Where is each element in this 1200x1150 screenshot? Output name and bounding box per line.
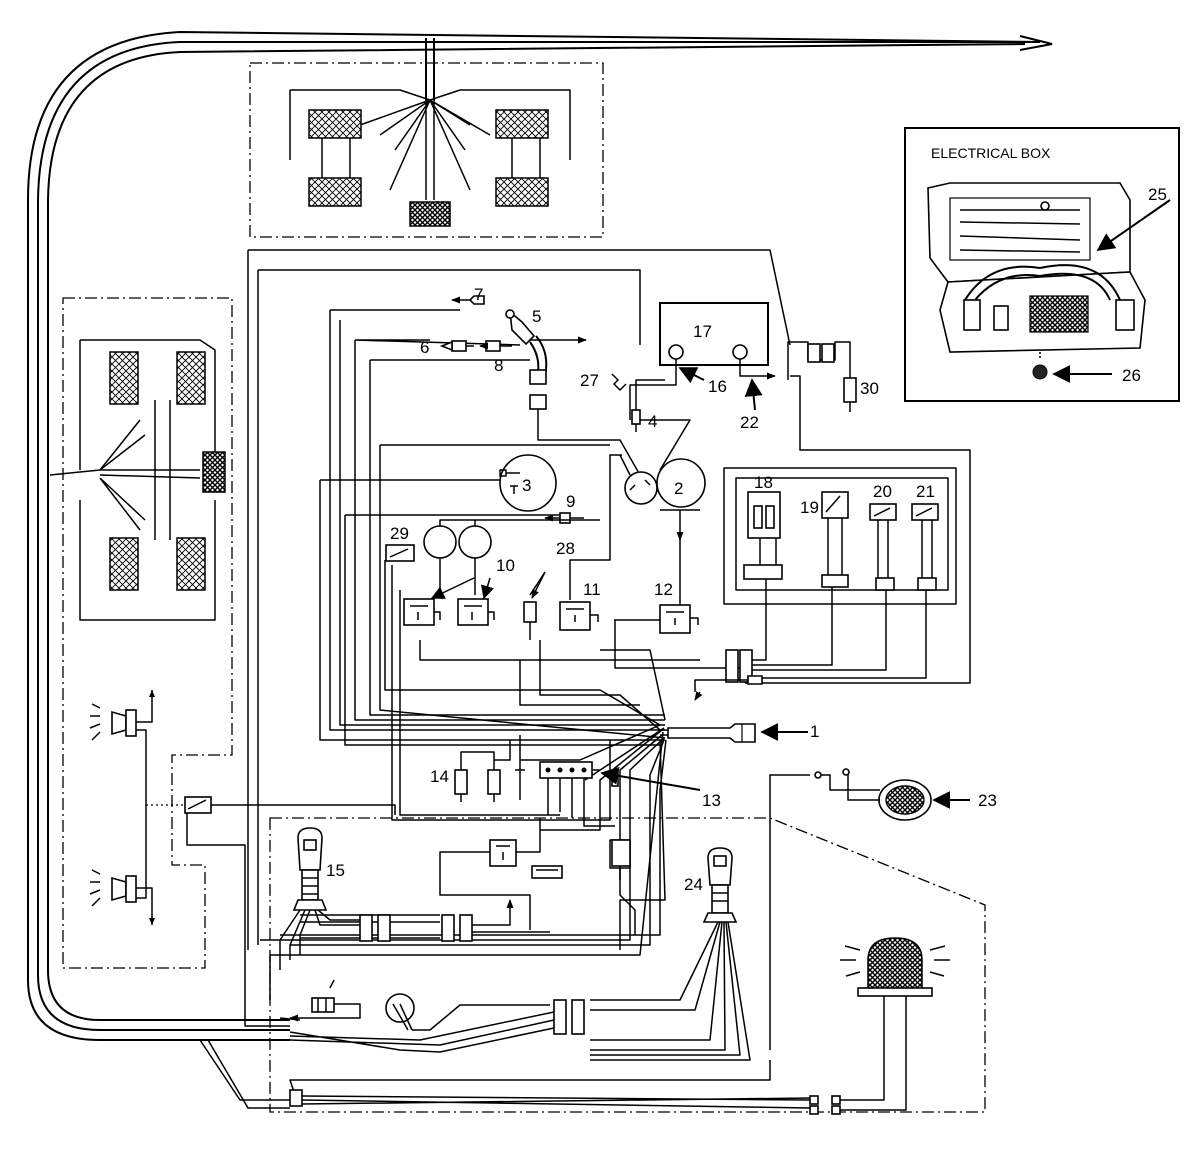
sensor-9 — [545, 513, 584, 523]
left-pad-tl — [109, 351, 139, 405]
left-pad-tr — [176, 351, 206, 405]
cab-connectors — [300, 839, 636, 942]
callout-4: 4 — [648, 412, 657, 431]
callout-17: 17 — [693, 322, 712, 341]
relay-11 — [559, 601, 599, 631]
electrical-box-inset: ELECTRICAL BOX — [904, 127, 1180, 402]
callout-27: 27 — [580, 371, 599, 390]
sensor-5 — [505, 309, 641, 476]
callout-12: 12 — [654, 580, 673, 599]
top-connector — [409, 201, 451, 227]
left-connector — [202, 451, 226, 493]
top-zone — [249, 62, 604, 238]
switch-20[interactable] — [869, 503, 897, 521]
switch-panel — [723, 467, 957, 683]
gauge-right — [458, 525, 492, 559]
relay-10a — [403, 598, 441, 626]
relay-10b — [457, 598, 495, 626]
cab-relay — [439, 818, 563, 930]
callout-21: 21 — [916, 482, 935, 501]
callout-30: 30 — [860, 379, 879, 398]
main-plug — [667, 723, 808, 743]
connector-28 — [523, 571, 546, 640]
switch-21[interactable] — [911, 503, 939, 521]
work-light-lower — [89, 869, 153, 925]
starter-solenoid — [624, 471, 658, 505]
callout-2: 2 — [674, 479, 683, 498]
top-pad-br — [495, 177, 549, 207]
central-harness — [247, 249, 791, 1000]
relay-12 — [659, 604, 699, 634]
left-pad-br — [176, 537, 206, 591]
light-switch[interactable] — [184, 796, 212, 814]
switch-19[interactable] — [821, 491, 849, 519]
callout-3: 3 — [522, 476, 531, 495]
fuse-block-13 — [539, 761, 619, 827]
callout-16: 16 — [708, 377, 727, 396]
top-zone-boundary — [249, 62, 604, 238]
sensor-7 — [451, 295, 485, 305]
callout-5: 5 — [532, 307, 541, 326]
electrical-box-title: ELECTRICAL BOX — [931, 145, 1051, 161]
callout-20: 20 — [873, 482, 892, 501]
sensor-6 — [439, 340, 474, 352]
switch-18[interactable] — [747, 491, 781, 539]
callout-11: 11 — [583, 580, 601, 599]
horn-23 — [814, 768, 970, 821]
callout-7: 7 — [474, 285, 483, 304]
fuse-holder-30 — [843, 377, 857, 412]
callout-1: 1 — [810, 722, 819, 741]
sensor-8 — [480, 341, 512, 351]
switch-29[interactable] — [385, 544, 415, 562]
fuse-27 — [611, 373, 627, 391]
callout-8: 8 — [494, 356, 503, 375]
callout-28: 28 — [556, 539, 575, 558]
callout-9: 9 — [566, 492, 575, 511]
battery-17 — [629, 302, 776, 420]
callout-6: 6 — [420, 338, 429, 357]
callout-26: 26 — [1122, 366, 1141, 385]
callout-29: 29 — [390, 524, 409, 543]
callout-14: 14 — [430, 767, 449, 786]
alternator-3 — [499, 454, 557, 512]
callout-23: 23 — [978, 791, 997, 810]
sensor-4 — [631, 379, 691, 471]
left-zone — [49, 297, 396, 1027]
callout-19: 19 — [800, 498, 819, 517]
callout-24: 24 — [684, 875, 703, 894]
buzzer — [385, 993, 550, 1031]
top-pad-tl — [308, 109, 362, 139]
top-pad-tr — [495, 109, 549, 139]
cab-fuse — [279, 997, 361, 1022]
callout-15: 15 — [326, 861, 345, 880]
cab-zone-boundary — [269, 817, 986, 1113]
work-light-upper — [89, 690, 153, 899]
callout-25: 25 — [1148, 185, 1167, 204]
callout-22: 22 — [740, 413, 759, 432]
callout-labels: 1 2 3 4 5 6 7 8 9 10 11 12 13 14 15 16 1… — [326, 185, 1167, 894]
beacon-light — [840, 937, 950, 1010]
callout-10: 10 — [496, 556, 515, 575]
callout-13: 13 — [702, 791, 721, 810]
item-14 — [454, 740, 525, 802]
callout-18: 18 — [754, 473, 773, 492]
left-pad-bl — [109, 537, 139, 591]
gauge-left — [423, 525, 457, 559]
main-harness — [27, 31, 1053, 1041]
joystick-15[interactable] — [279, 827, 360, 970]
joystick-24[interactable] — [702, 847, 738, 923]
top-pad-bl — [308, 177, 362, 207]
